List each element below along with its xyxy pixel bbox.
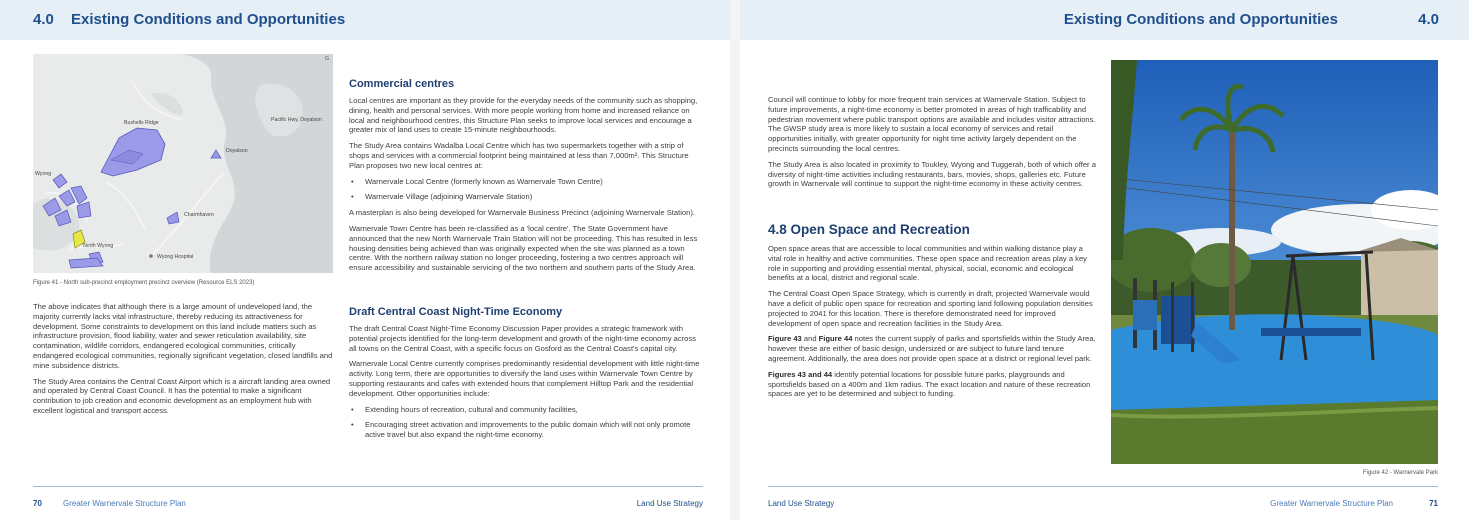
map-label-north-wyong: North Wyong (83, 243, 113, 249)
precinct-map: G Bushells Ridge Pacific Hwy, Doyalson D… (33, 54, 333, 273)
hospital-marker-icon (149, 254, 153, 258)
right-footer-section: Land Use Strategy (768, 499, 835, 508)
paragraph: The above indicates that although there … (33, 302, 333, 370)
map-label-wyong-hospital: Wyong Hospital (157, 254, 193, 260)
map-label-g: G (325, 56, 329, 62)
list-item: Warnervale Village (adjoining Warnervale… (349, 192, 703, 202)
commercial-centres-text: Local centres are important as they prov… (349, 96, 703, 279)
right-page-header: Existing Conditions and Opportunities 4.… (740, 0, 1469, 40)
paragraph: The draft Central Coast Night-Time Econo… (349, 324, 696, 353)
night-time-economy-text: The draft Central Coast Night-Time Econo… (349, 324, 703, 446)
paragraph: Warnervale Local Centre currently compri… (349, 359, 700, 398)
right-body-text-top: Council will continue to lobby for more … (768, 95, 1096, 195)
map-label-wyong: Wyong (35, 171, 51, 177)
paragraph: Figure 43 and Figure 44 notes the curren… (768, 334, 1096, 363)
figure-ref: Figure 44 (818, 334, 853, 344)
open-space-heading: 4.8 Open Space and Recreation (768, 222, 970, 237)
paragraph: Figures 43 and 44 identify potential loc… (768, 369, 1091, 399)
left-footer-section: Land Use Strategy (636, 499, 703, 508)
map-label-bushells-ridge: Bushells Ridge (124, 120, 159, 126)
paragraph: A masterplan is also being developed for… (349, 208, 695, 218)
map-label-charmhaven: Charmhaven (184, 212, 214, 218)
left-header-number: 4.0 (33, 11, 54, 28)
opportunities-list: Extending hours of recreation, cultural … (349, 405, 703, 440)
paragraph: Local centres are important as they prov… (349, 96, 698, 135)
left-footer-rule (33, 486, 703, 487)
map-label-pacific-hwy: Pacific Hwy, Doyalson (271, 117, 322, 123)
paragraph: The Study Area is also located in proxim… (768, 159, 1096, 189)
open-space-text: Open space areas that are accessible to … (768, 244, 1096, 405)
photo-caption: Figure 42 - Warnervale Park (1362, 470, 1438, 476)
page-gutter (730, 0, 740, 520)
left-body-text: The above indicates that although there … (33, 302, 333, 422)
right-header-title: Existing Conditions and Opportunities (1063, 11, 1338, 28)
paragraph: Council will continue to lobby for more … (768, 95, 1096, 153)
paragraph: The Central Coast Open Space Strategy, w… (768, 289, 1093, 328)
left-page-number: 70 (33, 499, 42, 508)
right-footer-rule (768, 486, 1438, 487)
night-time-economy-heading: Draft Central Coast Night-Time Economy (349, 306, 563, 318)
right-page-number: 71 (1429, 499, 1438, 508)
warnervale-park-photo (1111, 60, 1438, 464)
list-item: Encouraging street activation and improv… (349, 420, 703, 440)
map-label-doyalson: Doyalson (226, 148, 248, 154)
map-caption: Figure 41 - North sub-precinct employmen… (33, 280, 255, 286)
paragraph: The Study Area contains the Central Coas… (33, 376, 331, 415)
local-centres-list: Warnervale Local Centre (formerly known … (349, 177, 703, 203)
figure-ref: Figures 43 and 44 (768, 369, 833, 379)
paragraph: The Study Area contains Wadalba Local Ce… (349, 141, 689, 170)
left-page-header: 4.0 Existing Conditions and Opportunitie… (0, 0, 730, 40)
list-item: Extending hours of recreation, cultural … (349, 405, 703, 415)
figure-ref: Figure 43 (768, 334, 802, 344)
paragraph: Warnervale Town Centre has been re-class… (349, 223, 698, 273)
commercial-centres-heading: Commercial centres (349, 78, 455, 90)
right-header-number: 4.0 (1418, 11, 1439, 28)
list-item: Warnervale Local Centre (formerly known … (349, 177, 703, 187)
paragraph: Open space areas that are accessible to … (768, 244, 1087, 283)
right-footer-doc-title: Greater Warnervale Structure Plan (1270, 499, 1393, 508)
left-footer-doc-title: Greater Warnervale Structure Plan (63, 499, 186, 508)
left-header-title: Existing Conditions and Opportunities (71, 11, 346, 28)
